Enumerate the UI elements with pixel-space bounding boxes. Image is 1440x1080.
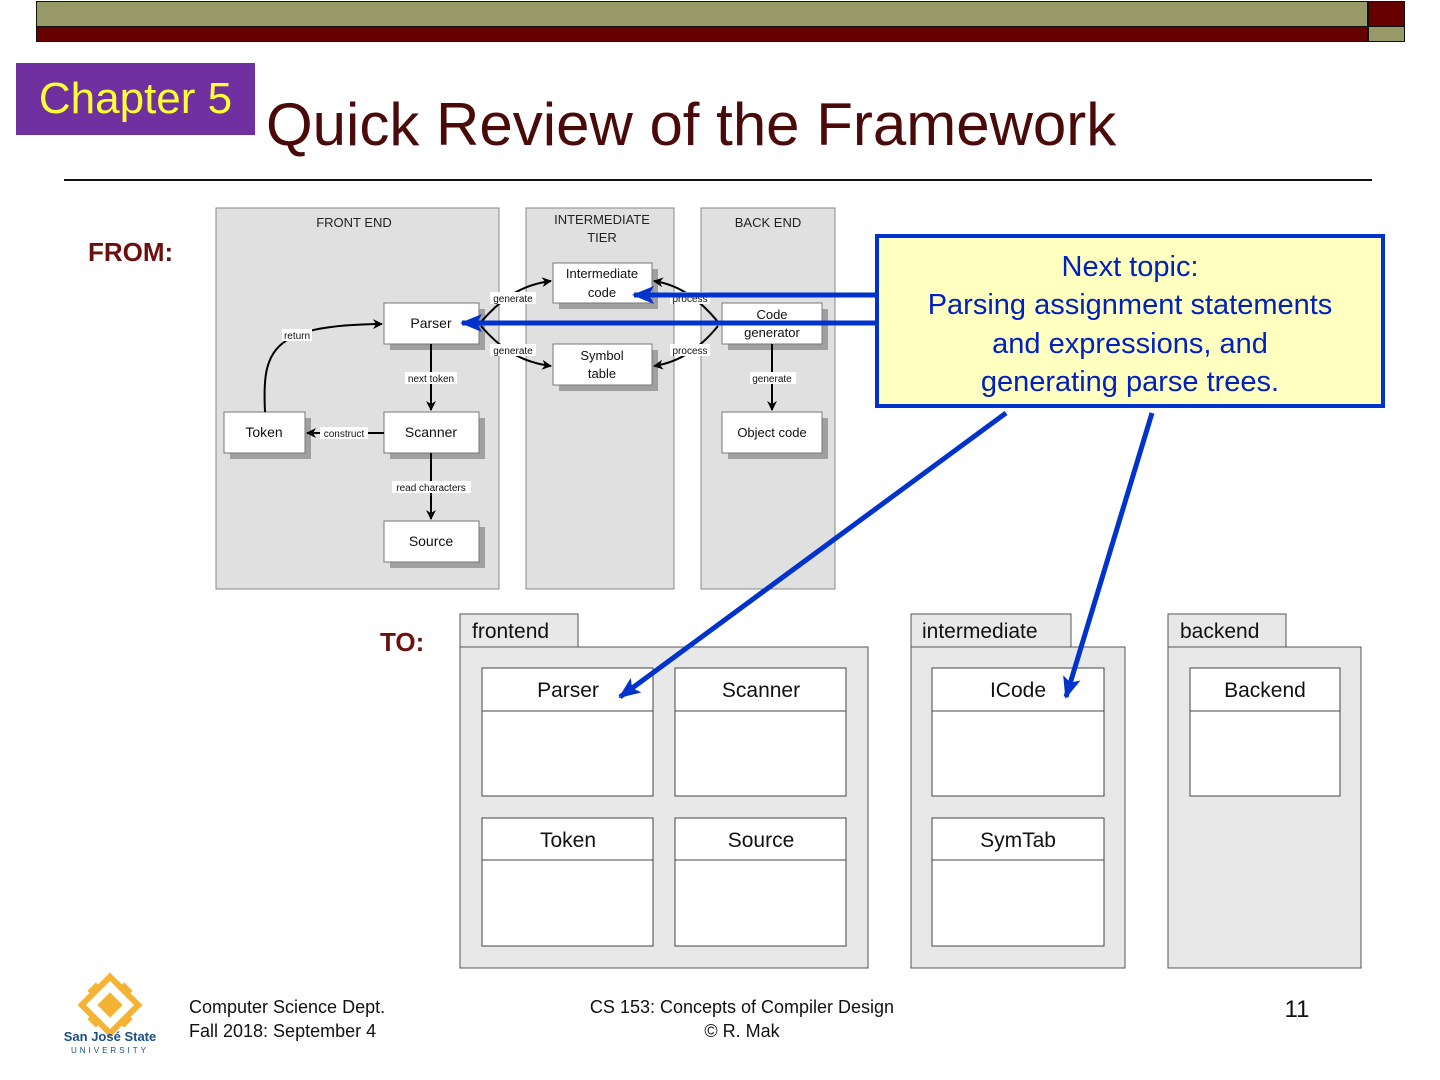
edge-label: generate — [493, 346, 533, 357]
symbol-table-box — [552, 343, 653, 386]
class-name: Scanner — [722, 679, 800, 702]
class-name: ICode — [990, 679, 1046, 702]
edge-label: generate — [752, 374, 792, 385]
box-label: Intermediate — [566, 266, 638, 281]
callout-text: and expressions, and — [992, 328, 1268, 360]
top-corner-square — [1368, 26, 1405, 42]
footer-dept: Computer Science Dept. — [189, 997, 386, 1017]
edge-label: generate — [493, 294, 533, 305]
object-code-box — [721, 411, 823, 454]
arrow-to-parser-class — [618, 410, 1008, 700]
box-label: Code — [756, 307, 787, 322]
edge-label: read characters — [396, 483, 465, 494]
class-box-symtab — [931, 817, 1105, 947]
box-label: generator — [744, 325, 800, 340]
class-box-scanner — [674, 667, 847, 797]
svg-text:San José State: San José State — [64, 1029, 157, 1044]
back-end-panel — [700, 207, 836, 590]
title-rule — [64, 179, 1372, 181]
to-diagram: frontend intermediate backend Parser Sca… — [459, 613, 1362, 969]
class-box-source — [674, 817, 847, 947]
class-name: Source — [728, 829, 795, 852]
class-box-token — [481, 817, 654, 947]
tier-label: TIER — [587, 230, 617, 245]
sjsu-logo: San José State UNIVERSITY — [64, 972, 157, 1055]
box-label: Parser — [410, 315, 452, 331]
slide-title: Quick Review of the Framework — [266, 91, 1117, 158]
callout-text: Next topic: — [1062, 251, 1199, 283]
page-number: 11 — [1284, 996, 1310, 1023]
class-box-backend — [1189, 667, 1341, 797]
box-label: Source — [409, 533, 454, 549]
box-label: Object code — [737, 425, 806, 440]
callout-text: Parsing assignment statements — [928, 289, 1333, 321]
from-diagram: FRONT END INTERMEDIATE TIER BACK END Par… — [215, 207, 836, 590]
callout-box — [875, 234, 1385, 408]
footer-term: Fall 2018: September 4 — [189, 1021, 377, 1041]
source-box — [383, 520, 480, 563]
tier-label: INTERMEDIATE — [554, 212, 650, 227]
edge-label: process — [672, 346, 707, 357]
package-label: intermediate — [922, 620, 1038, 643]
class-name: Parser — [537, 679, 599, 702]
edge-label: next token — [408, 374, 454, 385]
footer-course: CS 153: Concepts of Compiler Design — [589, 997, 895, 1017]
tier-label: FRONT END — [316, 215, 392, 230]
package-label: frontend — [472, 620, 549, 643]
to-label: TO: — [380, 627, 425, 657]
top-bar-maroon — [36, 26, 1368, 42]
svg-text:UNIVERSITY: UNIVERSITY — [71, 1046, 149, 1055]
box-label: code — [588, 285, 616, 300]
box-label: Token — [245, 424, 282, 440]
box-label: Scanner — [405, 424, 457, 440]
arrow-to-icode-class — [1063, 412, 1155, 699]
package-tab — [1167, 613, 1287, 648]
footer-author: © R. Mak — [704, 1021, 780, 1041]
edge-label: construct — [324, 429, 365, 440]
chapter-badge: Chapter 5 — [16, 63, 255, 135]
token-box — [223, 411, 306, 454]
edge-label: return — [284, 331, 310, 342]
callout-text: generating parse trees. — [981, 366, 1279, 398]
edge-label: process — [672, 294, 707, 305]
class-name: SymTab — [980, 829, 1056, 852]
class-name: Token — [540, 829, 596, 852]
package-tab — [459, 613, 579, 648]
package-tab — [910, 613, 1072, 648]
from-label: FROM: — [88, 237, 174, 267]
package-label: backend — [1180, 620, 1259, 643]
tier-label: BACK END — [735, 215, 801, 230]
callout: Next topic: Parsing assignment statement… — [460, 234, 1385, 700]
class-name: Backend — [1224, 679, 1306, 702]
box-label: table — [588, 366, 616, 381]
box-label: Symbol — [580, 348, 623, 363]
